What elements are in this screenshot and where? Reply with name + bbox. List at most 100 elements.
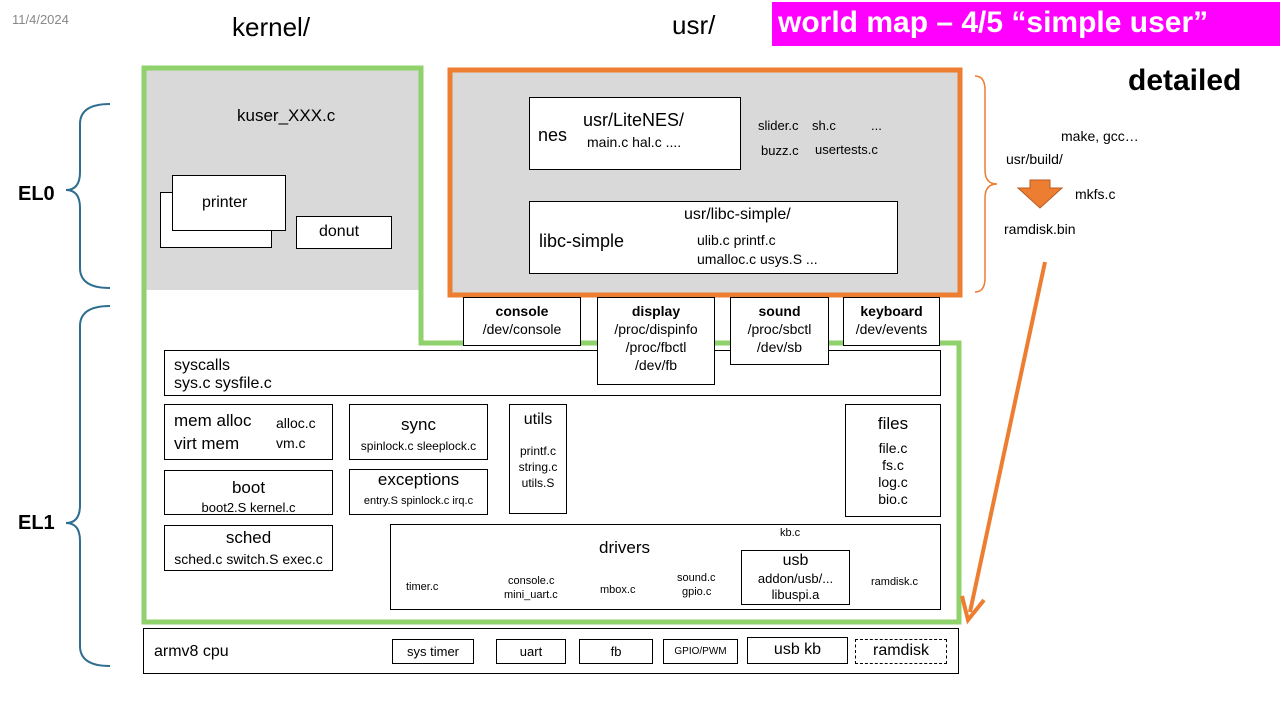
utils-box: utils printf.c string.c utils.S bbox=[509, 404, 567, 514]
syscalls-title: syscalls bbox=[174, 357, 231, 374]
device-keyboard-box: keyboard /dev/events bbox=[843, 297, 940, 346]
hw-gpio-pwm: GPIO/PWM bbox=[663, 639, 738, 664]
driver-sound: sound.c bbox=[677, 572, 716, 584]
donut-label: donut bbox=[319, 223, 360, 240]
device-console-box: console /dev/console bbox=[463, 297, 581, 346]
driver-timer: timer.c bbox=[406, 581, 439, 593]
mem-alloc-label: mem alloc bbox=[174, 411, 252, 430]
driver-kb: kb.c bbox=[780, 527, 801, 539]
device-keyboard-title: keyboard bbox=[860, 303, 923, 319]
kernel-dir-label: kernel/ bbox=[232, 12, 311, 42]
driver-gpio: gpio.c bbox=[682, 586, 712, 598]
libc-files-1: ulib.c printf.c bbox=[697, 232, 776, 248]
libc-label: libc-simple bbox=[539, 231, 625, 251]
build-brace bbox=[974, 75, 998, 293]
build-down-arrow bbox=[1016, 179, 1064, 209]
drivers-box: drivers timer.c console.c mini_uart.c mb… bbox=[390, 524, 941, 610]
driver-usb-box: usb addon/usb/... libuspi.a bbox=[741, 550, 850, 605]
el1-label: EL1 bbox=[18, 512, 55, 534]
mem-alloc-file: alloc.c bbox=[276, 415, 316, 431]
el1-brace bbox=[65, 305, 111, 667]
sync-box: sync spinlock.c sleeplock.c bbox=[349, 404, 488, 460]
syscalls-files: sys.c sysfile.c bbox=[174, 375, 272, 392]
sync-title: sync bbox=[401, 415, 436, 434]
cpu-label: armv8 cpu bbox=[154, 643, 229, 660]
device-display-path-2-front: /proc/fbctl bbox=[625, 339, 687, 355]
drivers-title: drivers bbox=[599, 538, 651, 557]
files-file-2: fs.c bbox=[882, 457, 904, 473]
hw-ramdisk: ramdisk bbox=[855, 639, 947, 664]
utils-file-2: string.c bbox=[518, 460, 558, 474]
kuser-file-label: kuser_XXX.c bbox=[237, 106, 336, 125]
driver-usb-line-2: libuspi.a bbox=[771, 587, 820, 602]
hw-uart-label: uart bbox=[519, 644, 543, 659]
hw-uart: uart bbox=[496, 639, 566, 664]
ramdisk-arrowhead bbox=[960, 595, 986, 625]
build-dir: usr/build/ bbox=[1006, 151, 1063, 167]
sched-files: sched.c switch.S exec.c bbox=[174, 551, 323, 567]
printer-box: printer bbox=[172, 175, 286, 231]
driver-uart: mini_uart.c bbox=[504, 589, 558, 601]
sched-title: sched bbox=[225, 528, 272, 547]
app-buzz: buzz.c bbox=[761, 143, 799, 158]
utils-file-1: printf.c bbox=[519, 444, 556, 458]
device-sound-path-1-front: /proc/sbctl bbox=[747, 321, 812, 337]
boot-box: boot boot2.S kernel.c bbox=[164, 470, 333, 515]
driver-console: console.c bbox=[508, 575, 555, 587]
nes-files: main.c hal.c .... bbox=[587, 134, 682, 150]
ramdisk-arrow-line bbox=[968, 261, 1047, 613]
files-file-4: bio.c bbox=[878, 491, 908, 507]
hw-sys-timer-label: sys timer bbox=[407, 644, 459, 659]
libc-box: libc-simple usr/libc-simple/ ulib.c prin… bbox=[529, 201, 898, 274]
utils-title: utils bbox=[523, 411, 553, 428]
boot-files: boot2.S kernel.c bbox=[201, 500, 296, 515]
syscalls-box: syscalls sys.c sysfile.c bbox=[164, 350, 941, 396]
nes-box: nes usr/LiteNES/ main.c hal.c .... bbox=[529, 97, 741, 170]
device-console-path: /dev/console bbox=[482, 321, 562, 337]
device-display-box-front: display /proc/dispinfo /proc/fbctl /dev/… bbox=[597, 297, 715, 385]
device-keyboard-path: /dev/events bbox=[855, 321, 928, 337]
donut-box: donut bbox=[296, 216, 392, 249]
slide-subtitle: detailed bbox=[1128, 64, 1242, 97]
build-ramdisk: ramdisk.bin bbox=[1004, 221, 1076, 237]
driver-ramdisk: ramdisk.c bbox=[871, 576, 919, 588]
driver-usb-line-1: addon/usb/... bbox=[757, 571, 834, 586]
hw-usb-kb: usb kb bbox=[747, 637, 848, 664]
files-file-3: log.c bbox=[878, 474, 908, 490]
exceptions-files: entry.S spinlock.c irq.c bbox=[363, 495, 474, 507]
title-banner: world map – 4/5 “simple user” bbox=[772, 2, 1280, 46]
hw-ramdisk-label: ramdisk bbox=[872, 642, 929, 659]
el0-label: EL0 bbox=[18, 183, 55, 205]
usr-dir-label: usr/ bbox=[672, 10, 716, 40]
libc-path: usr/libc-simple/ bbox=[684, 206, 791, 223]
virt-mem-file: vm.c bbox=[276, 435, 306, 451]
boot-title: boot bbox=[231, 478, 266, 497]
sync-files: spinlock.c sleeplock.c bbox=[360, 439, 477, 453]
usr-orange-outline bbox=[447, 67, 963, 298]
el0-brace bbox=[65, 103, 111, 289]
driver-mbox: mbox.c bbox=[600, 584, 636, 596]
files-box: files file.c fs.c log.c bio.c bbox=[845, 404, 941, 517]
hw-fb-label: fb bbox=[610, 644, 622, 659]
device-console-title: console bbox=[495, 303, 549, 319]
nes-path: usr/LiteNES/ bbox=[583, 110, 685, 130]
app-sh: sh.c bbox=[812, 118, 836, 133]
device-sound-title-front: sound bbox=[758, 303, 801, 319]
device-sound-box-front: sound /proc/sbctl /dev/sb bbox=[730, 297, 829, 365]
hw-usb-kb-label: usb kb bbox=[773, 641, 822, 658]
build-tools: make, gcc… bbox=[1061, 128, 1139, 144]
hw-sys-timer: sys timer bbox=[392, 639, 474, 664]
exceptions-box: exceptions entry.S spinlock.c irq.c bbox=[349, 469, 488, 515]
app-usertests: usertests.c bbox=[815, 142, 878, 157]
slide-title: world map – 4/5 “simple user” bbox=[778, 6, 1209, 39]
build-mkfs: mkfs.c bbox=[1075, 186, 1116, 202]
hw-gpio-pwm-label: GPIO/PWM bbox=[674, 646, 727, 657]
files-file-1: file.c bbox=[878, 440, 908, 456]
nes-label: nes bbox=[538, 125, 568, 145]
kernel-green-outline bbox=[141, 65, 962, 625]
device-sound-path-2-front: /dev/sb bbox=[756, 339, 803, 355]
device-display-title-front: display bbox=[631, 303, 681, 319]
app-more: ... bbox=[871, 118, 882, 133]
driver-usb-title: usb bbox=[782, 552, 809, 569]
device-display-path-1-front: /proc/dispinfo bbox=[614, 321, 698, 337]
